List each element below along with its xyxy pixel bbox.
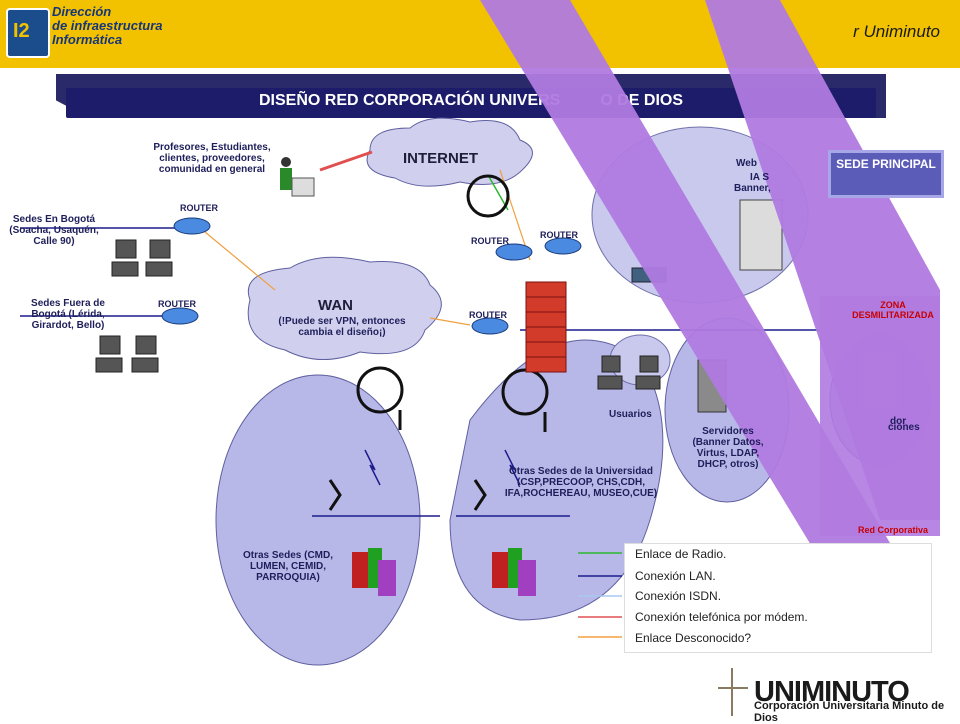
org-line-2: de infraestructura: [52, 18, 163, 33]
wan-label: WAN: [318, 297, 353, 314]
logo-icon: I2: [6, 8, 50, 58]
zona-label: ZONA DESMILITARIZADA: [852, 300, 934, 320]
sedes-bogota-label: Sedes En Bogotá (Soacha, Usaquén, Calle …: [9, 214, 99, 247]
router-icon: [495, 243, 533, 261]
router-icon: [471, 317, 509, 335]
legend: Enlace de Radio. Conexión LAN. Conexión …: [624, 543, 932, 653]
footer-brand: UNIMINUTO: [754, 676, 910, 708]
footer-logo-icon: [718, 668, 748, 716]
servers-label: Servidores (Banner Datos, Virtus, LDAP, …: [692, 426, 764, 470]
overlay-band: [820, 296, 940, 536]
org-line-3: Informática: [52, 32, 123, 47]
ias-label: IA S: [750, 172, 770, 183]
wan-cloud: [247, 256, 442, 361]
servidor-label: dor: [890, 416, 907, 427]
users-general-label: Profesores, Estudiantes, clientes, prove…: [153, 142, 271, 175]
router-label: ROUTER: [180, 203, 218, 213]
header-right-text: r Uniminuto: [853, 22, 940, 41]
other-sites-zone: [215, 374, 421, 666]
router-label: ROUTER: [471, 236, 509, 246]
org-name: Dirección de infraestructura Informática: [52, 5, 163, 47]
legend-unknown: Enlace Desconocido?: [635, 631, 752, 645]
sedes-fuera-label: Sedes Fuera de Bogotá (Lérida, Girardot,…: [31, 298, 105, 331]
footer-subtitle: Corporación Universitaria Minuto de Dios: [754, 700, 945, 724]
red-corporativa-label: Red Corporativa: [857, 525, 928, 535]
internet-label: INTERNET: [403, 150, 478, 167]
router-icon: [173, 217, 211, 235]
router-icon: [161, 307, 199, 325]
banner-label: Banner,: [734, 183, 771, 194]
radio-antenna-icon: [501, 368, 549, 416]
other-sites-label: Otras Sedes (CMD, LUMEN, CEMID, PARROQUI…: [242, 550, 334, 583]
overlay-stripe: [480, 0, 900, 560]
radio-antenna-icon: [466, 174, 510, 218]
router-icon: [544, 237, 582, 255]
usuarios-label: Usuarios: [609, 409, 652, 420]
router-label: ROUTER: [540, 230, 578, 240]
aplicaciones-label: ciones: [888, 422, 920, 433]
legend-modem: Conexión telefónica por módem.: [635, 610, 808, 624]
legend-radio: Enlace de Radio.: [635, 547, 727, 561]
router-label: ROUTER: [469, 310, 507, 320]
server-icon: [739, 199, 783, 271]
wan-note: (!Puede ser VPN, entonces cambia el dise…: [278, 316, 406, 338]
radio-antenna-icon: [356, 366, 404, 414]
legend-isdn: Conexión ISDN.: [635, 589, 722, 603]
legend-lan: Conexión LAN.: [635, 569, 716, 583]
university-sites-zone: [449, 339, 664, 621]
web-label: Web: [736, 158, 757, 169]
pc-icon: [95, 239, 661, 390]
internet-cloud: [366, 117, 533, 187]
router-label: ROUTER: [158, 299, 196, 309]
logo-mark: I2: [13, 20, 30, 42]
person-icon: [280, 157, 315, 197]
sede-principal-box: SEDE PRINCIPAL: [828, 150, 944, 198]
building-icon: [352, 548, 536, 596]
org-line-1: Dirección: [52, 4, 112, 19]
university-sites-label: Otras Sedes de la Universidad (CSP,PRECO…: [504, 466, 658, 499]
